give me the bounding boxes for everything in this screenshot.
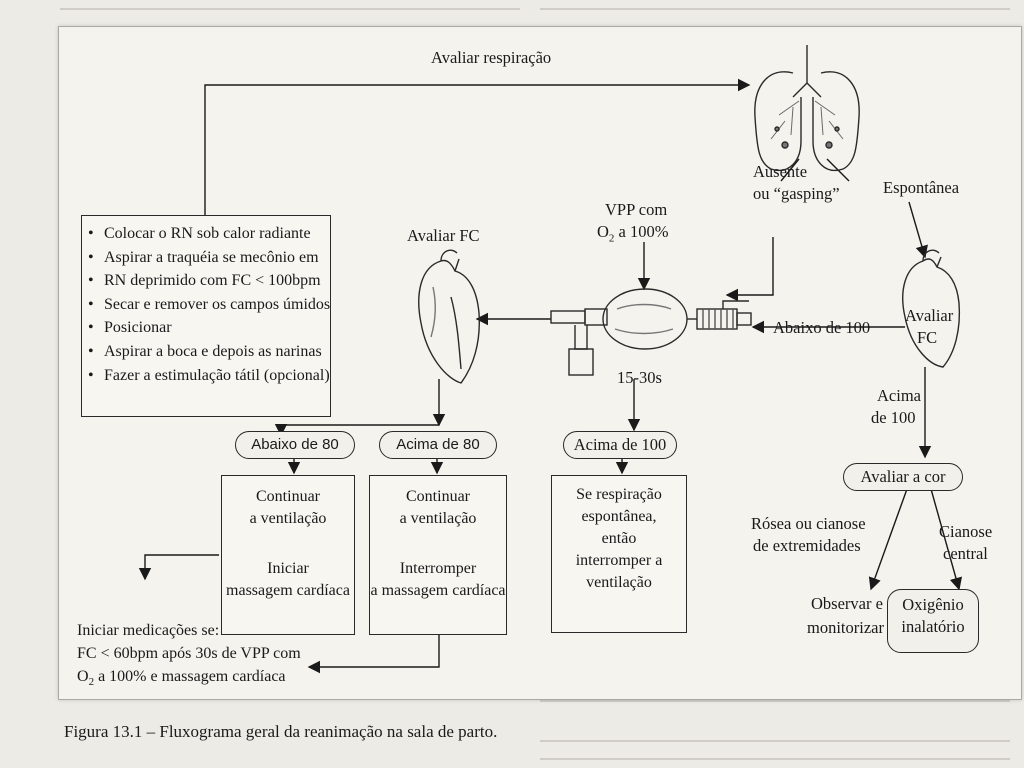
absent-label: Ausente <box>753 162 808 181</box>
evaluate-color-pill: Avaliar a cor <box>843 463 963 491</box>
medication-line-1: Iniciar medicações se: <box>77 622 220 639</box>
pink-label: Rósea ou cianose <box>751 514 866 533</box>
flowchart-figure: Avaliar respiração Colocar o RN sob calo… <box>58 26 1022 700</box>
medication-line-3: O2 a 100% e massagem cardíaca <box>77 668 286 689</box>
below-80-pill: Abaixo de 80 <box>235 431 355 459</box>
box3-line: Se respiração <box>576 486 662 503</box>
box3-line: interromper a <box>575 552 663 569</box>
gasping-label: ou “gasping” <box>753 184 840 203</box>
box3-line: então <box>601 530 637 547</box>
initial-steps-box: Colocar o RN sob calor radiante Aspirar … <box>81 215 331 417</box>
ppv-label: VPP com <box>605 200 668 219</box>
central-cyanosis-label: Cianose <box>939 522 993 541</box>
observe-label: Observar e <box>811 594 883 613</box>
evaluate-hr-left-label: Avaliar FC <box>407 226 480 245</box>
list-item: Aspirar a boca e depois as narinas <box>88 340 330 364</box>
oxygen-pill-line2: inalatório <box>901 617 965 636</box>
heart-icon <box>902 249 961 368</box>
heart-icon <box>418 249 481 384</box>
list-item: Posicionar <box>88 316 330 340</box>
ppv-duration-label: 15-30s <box>617 368 662 387</box>
above-100-label-2: de 100 <box>871 408 916 427</box>
evaluate-breathing-label: Avaliar respiração <box>431 48 552 67</box>
evaluate-hr-right-label-2: FC <box>917 328 938 347</box>
list-item: RN deprimido com FC < 100bpm <box>88 269 330 293</box>
above-100-pill: Acima de 100 <box>563 431 677 459</box>
above-100-label: Acima <box>877 386 921 405</box>
list-item: Colocar o RN sob calor radiante <box>88 222 330 246</box>
monitor-label: monitorizar <box>807 618 884 637</box>
list-item: Aspirar a traquéia se mecônio em <box>88 246 330 270</box>
medication-line-2: FC < 60bpm após 30s de VPP com <box>77 645 301 662</box>
oxygen-pill: Oxigênio inalatório <box>887 589 979 653</box>
above-80-pill: Acima de 80 <box>379 431 497 459</box>
box3-line: ventilação <box>586 574 652 591</box>
list-item: Fazer a estimulação tátil (opcional) <box>88 364 330 388</box>
below-100-label: Abaixo de 100 <box>773 318 871 337</box>
above-100-action-box: Se respiração espontânea, então interrom… <box>551 475 687 633</box>
lungs-icon <box>754 45 860 172</box>
list-item: Secar e remover os campos úmidos <box>88 293 330 317</box>
figure-caption: Figura 13.1 – Fluxograma geral da reanim… <box>64 722 498 741</box>
bag-valve-mask-icon <box>550 288 752 376</box>
ppv-oxygen-label: O2 a 100% <box>597 222 669 245</box>
oxygen-pill-line1: Oxigênio <box>902 595 964 614</box>
box3-line: espontânea, <box>581 508 657 525</box>
extremities-label: de extremidades <box>753 536 861 555</box>
initial-steps-list: Colocar o RN sob calor radiante Aspirar … <box>82 222 330 387</box>
central-cyanosis-label-2: central <box>943 544 988 563</box>
spontaneous-label: Espontânea <box>883 178 960 197</box>
evaluate-hr-right-label: Avaliar <box>905 306 954 325</box>
